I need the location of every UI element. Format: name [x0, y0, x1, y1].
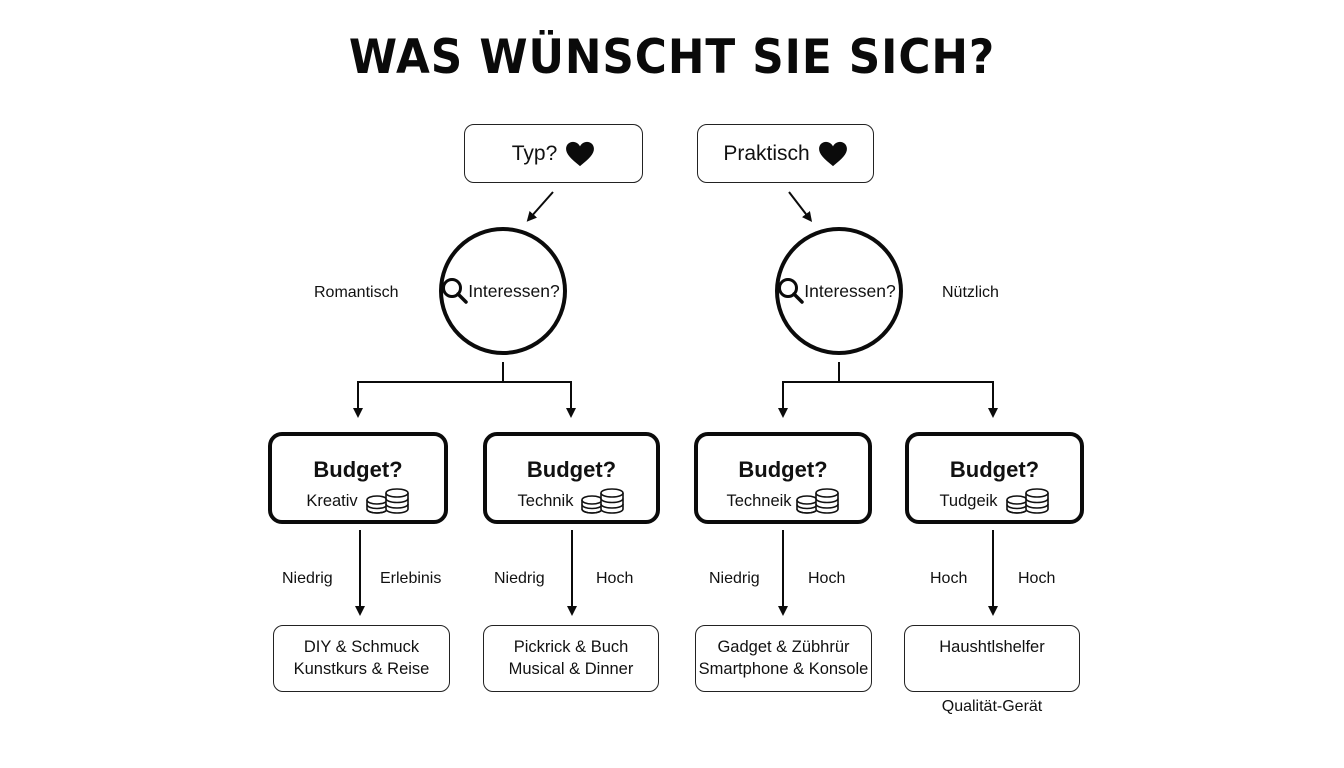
- side-label-nuetzlich: Nützlich: [942, 284, 999, 301]
- node-interests-left[interactable]: Interessen?: [439, 227, 567, 355]
- side-label-romantisch: Romantisch: [314, 284, 399, 301]
- result-box-3[interactable]: Gadget & Zübhrür Smartphone & Konsole: [695, 625, 872, 692]
- node-budget-4[interactable]: Budget? Tudgeik: [905, 432, 1084, 524]
- heart-icon: [818, 141, 847, 166]
- edge-label: Niedrig: [282, 570, 333, 587]
- edge-label: Hoch: [808, 570, 846, 587]
- result-box-2[interactable]: Pickrick & Buch Musical & Dinner: [483, 625, 659, 692]
- magnifier-icon: [778, 278, 805, 304]
- result-line-2: Smartphone & Konsole: [698, 660, 869, 678]
- result-line-1: Haushtlshelfer: [939, 638, 1045, 656]
- heart-icon: [566, 141, 595, 166]
- node-budget-1[interactable]: Budget? Kreativ: [268, 432, 448, 524]
- magnifier-icon: [442, 278, 469, 304]
- node-budget-3[interactable]: Budget? Techneik: [694, 432, 872, 524]
- page-title: WAS WÜNSCHT SIE SICH?: [348, 30, 996, 85]
- budget-title: Budget?: [738, 457, 828, 482]
- edge-label: Hoch: [1018, 570, 1056, 587]
- arrow-praktisch-to-interests: [788, 191, 813, 222]
- node-interests-right[interactable]: Interessen?: [775, 227, 903, 355]
- node-typ[interactable]: Typ?: [464, 124, 643, 183]
- budget-subtitle: Tudgeik: [939, 491, 998, 510]
- edge-label: Erlebinis: [380, 570, 442, 587]
- result-line-1: Gadget & Zübhrür: [717, 638, 850, 656]
- result-line-2: Kunstkurs & Reise: [293, 660, 430, 678]
- coins-icon: [581, 488, 625, 514]
- budget-title: Budget?: [949, 457, 1040, 482]
- edge-label: Hoch: [596, 570, 634, 587]
- node-praktisch[interactable]: Praktisch: [697, 124, 874, 183]
- result-line-1: Pickrick & Buch: [513, 638, 629, 656]
- edge-label: Niedrig: [494, 570, 545, 587]
- arrow-typ-to-interests: [526, 191, 554, 222]
- result-line-1: DIY & Schmuck: [303, 638, 420, 656]
- coins-icon: [365, 488, 409, 514]
- node-interests-right-label: Interessen?: [804, 280, 896, 301]
- coins-icon: [1005, 488, 1049, 514]
- edge-label: Niedrig: [709, 570, 760, 587]
- budget-subtitle: Kreativ: [306, 491, 358, 510]
- budget-subtitle: Techneik: [726, 491, 792, 510]
- budget-subtitle: Technik: [517, 491, 574, 510]
- budget-title: Budget?: [313, 457, 403, 482]
- coins-icon: [795, 488, 839, 514]
- node-praktisch-label: Praktisch: [723, 141, 810, 165]
- node-budget-2[interactable]: Budget? Technik: [483, 432, 660, 524]
- edge-label: Hoch: [930, 570, 968, 587]
- node-typ-label: Typ?: [511, 141, 558, 165]
- result-box-1[interactable]: DIY & Schmuck Kunstkurs & Reise: [273, 625, 450, 692]
- result-box-4[interactable]: Haushtlshelfer: [904, 625, 1080, 692]
- result-line-2: Musical & Dinner: [508, 660, 634, 678]
- result-note: Qualität-Gerät: [941, 698, 1043, 715]
- node-interests-left-label: Interessen?: [468, 280, 560, 301]
- budget-title: Budget?: [526, 457, 617, 482]
